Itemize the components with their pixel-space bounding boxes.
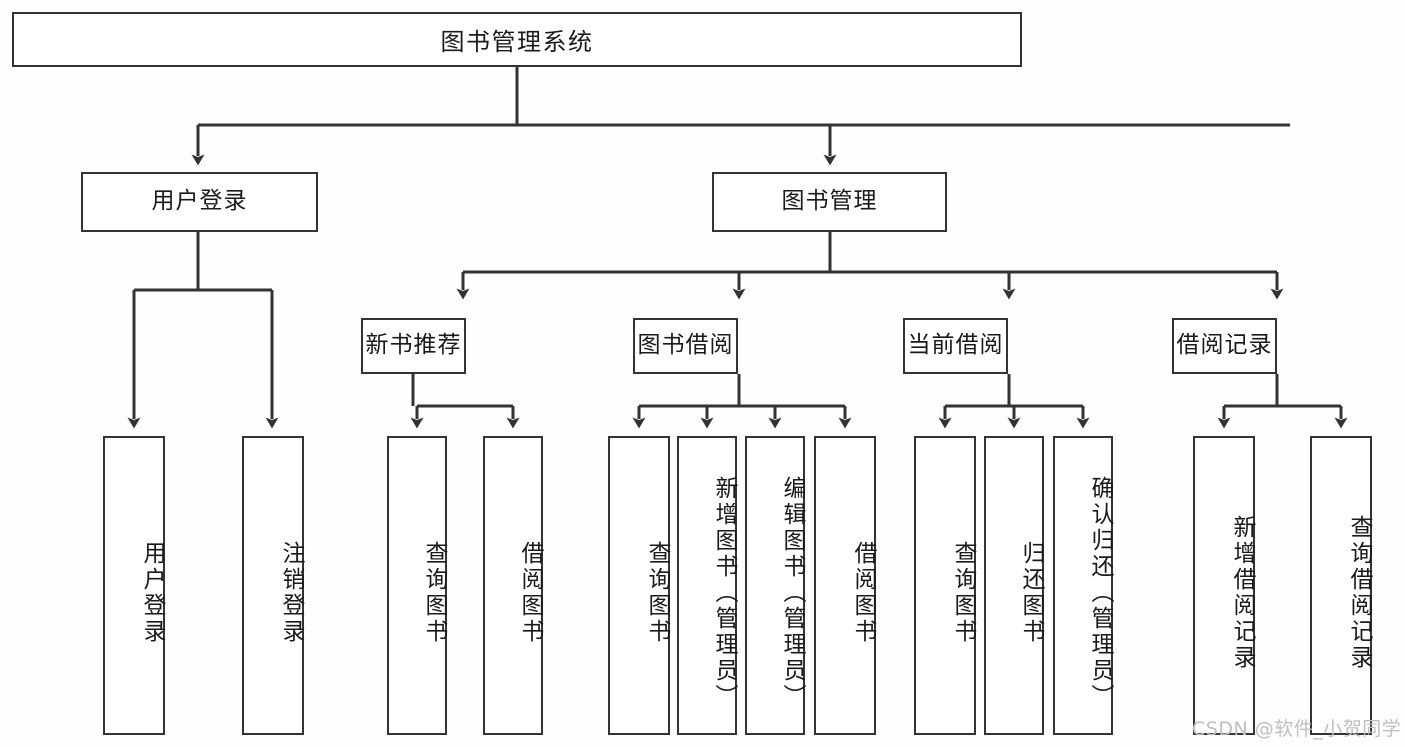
node-label: 新增借阅记录 xyxy=(1229,514,1255,671)
node-label: 图书管理系统 xyxy=(440,28,594,56)
node-label: 图书管理 xyxy=(781,188,878,215)
node-label: 查询图书 xyxy=(950,540,976,645)
node-label: 借阅图书 xyxy=(850,540,876,645)
node-label: 查询图书 xyxy=(644,540,670,645)
node-label: 借阅记录 xyxy=(1176,332,1273,359)
leaf-logout[interactable]: 注销登录 xyxy=(242,436,304,735)
node-book-borrow[interactable]: 图书借阅 xyxy=(633,318,738,374)
node-label: 查询图书 xyxy=(421,540,447,645)
node-label: 查询借阅记录 xyxy=(1346,514,1372,671)
node-label: 归还图书 xyxy=(1018,540,1044,645)
node-label: 用户登录 xyxy=(139,540,165,645)
leaf-query-book[interactable]: 查询图书 xyxy=(608,436,670,735)
node-root-system[interactable]: 图书管理系统 xyxy=(12,12,1022,67)
node-new-book-recommend[interactable]: 新书推荐 xyxy=(361,318,466,374)
node-label: 当前借阅 xyxy=(907,332,1004,359)
leaf-add-borrow-record[interactable]: 新增借阅记录 xyxy=(1193,436,1255,735)
node-current-borrow[interactable]: 当前借阅 xyxy=(903,318,1008,374)
leaf-add-book-admin[interactable]: 新增图书（管理员） xyxy=(677,436,737,735)
leaf-borrow-book[interactable]: 借阅图书 xyxy=(814,436,876,735)
node-book-management[interactable]: 图书管理 xyxy=(712,172,947,232)
node-label: 编辑图书（管理员） xyxy=(779,475,805,710)
node-label: 图书借阅 xyxy=(637,332,734,359)
node-label: 用户登录 xyxy=(151,188,248,215)
node-label: 新书推荐 xyxy=(365,332,462,359)
watermark-csdn: CSDN @软件_小贺同学 xyxy=(1192,718,1402,740)
leaf-borrow-book-recommend[interactable]: 借阅图书 xyxy=(483,436,543,735)
leaf-confirm-return-admin[interactable]: 确认归还（管理员） xyxy=(1053,436,1113,735)
leaf-query-borrow-record[interactable]: 查询借阅记录 xyxy=(1310,436,1372,735)
node-label: 确认归还（管理员） xyxy=(1087,475,1113,710)
node-label: 借阅图书 xyxy=(517,540,543,645)
leaf-query-book-current[interactable]: 查询图书 xyxy=(914,436,976,735)
node-user-login[interactable]: 用户登录 xyxy=(81,172,318,232)
leaf-return-book[interactable]: 归还图书 xyxy=(984,436,1044,735)
node-borrow-record[interactable]: 借阅记录 xyxy=(1172,318,1277,374)
node-label: 注销登录 xyxy=(278,540,304,645)
leaf-query-book-recommend[interactable]: 查询图书 xyxy=(387,436,447,735)
leaf-user-login[interactable]: 用户登录 xyxy=(103,436,165,735)
leaf-edit-book-admin[interactable]: 编辑图书（管理员） xyxy=(745,436,805,735)
node-label: 新增图书（管理员） xyxy=(711,475,737,710)
